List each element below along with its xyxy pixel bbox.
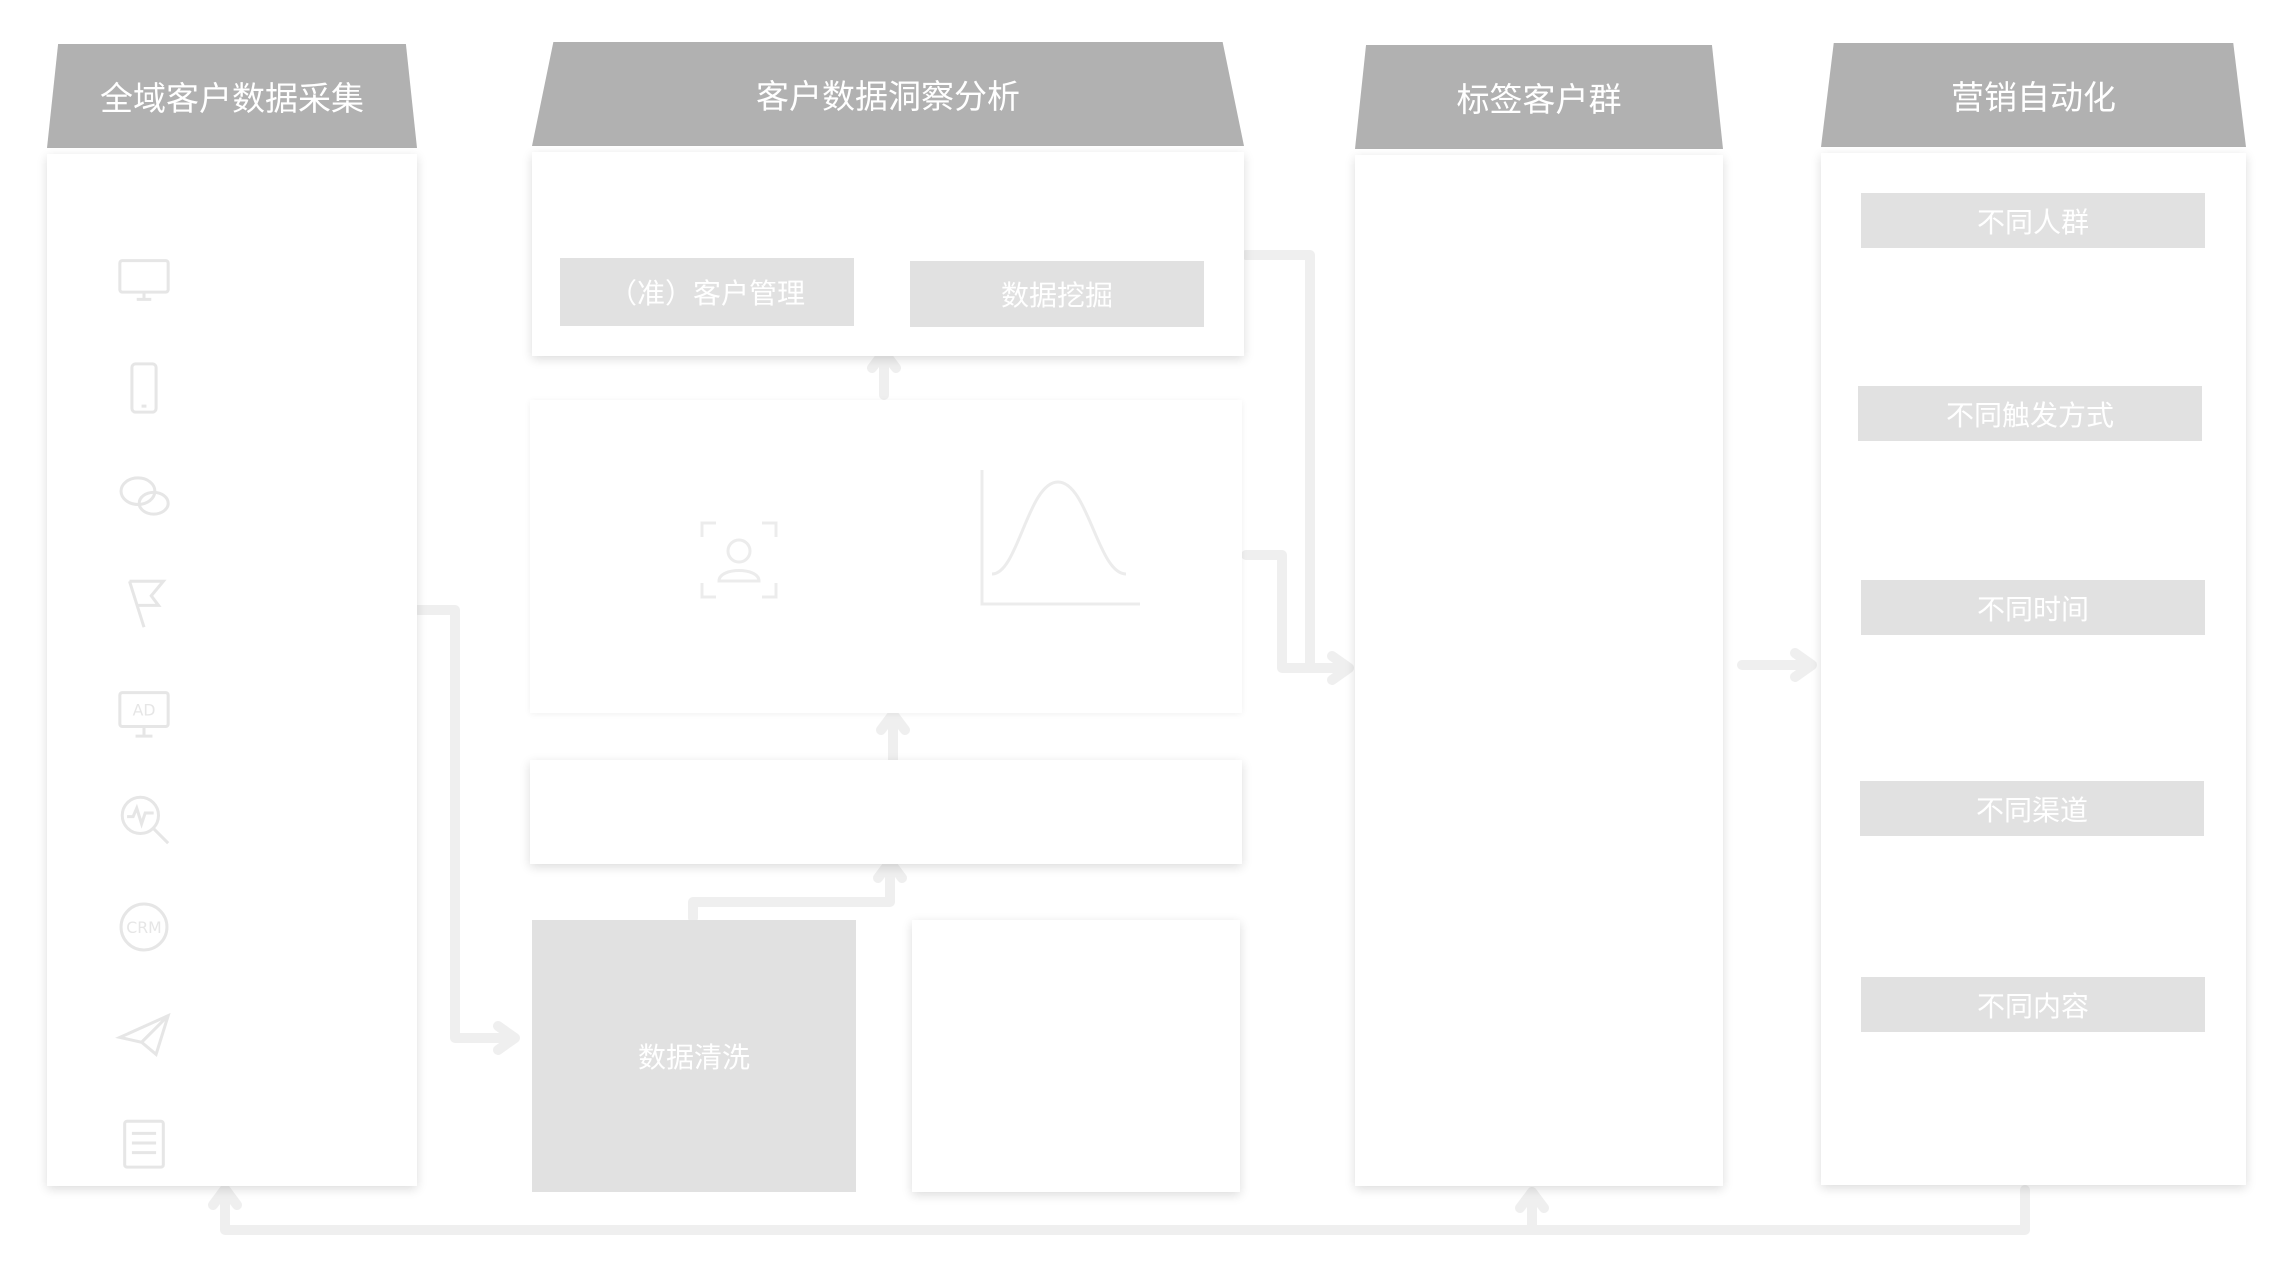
user-profile-icon <box>700 521 778 599</box>
arrow-top-to-segments <box>1241 250 1350 673</box>
paper-plane-icon <box>115 1006 173 1064</box>
automation-item: 不同渠道 <box>1860 781 2204 836</box>
column-data-collection: 全域客户数据采集 AD CRM <box>47 44 417 1186</box>
automation-item: 不同时间 <box>1861 580 2205 635</box>
data-cleaning-box: 数据清洗 <box>532 920 856 1192</box>
flag-icon <box>115 574 173 632</box>
chip-customer-management: （准）客户管理 <box>560 258 854 326</box>
wechat-icon <box>115 467 173 525</box>
distribution-curve-icon <box>978 470 1140 608</box>
automation-item: 不同触发方式 <box>1858 386 2202 441</box>
arrow-collection-to-cleaning <box>413 605 515 1043</box>
collection-header: 全域客户数据采集 <box>47 44 417 148</box>
segments-body <box>1355 155 1723 1186</box>
mobile-icon <box>115 359 173 417</box>
collection-body: AD CRM <box>47 154 417 1186</box>
arrow-panel-to-segments <box>1241 550 1350 673</box>
segments-header: 标签客户群 <box>1355 45 1723 149</box>
arrow-feedback-loop <box>1527 1185 2030 1235</box>
automation-item: 不同内容 <box>1861 977 2205 1032</box>
automation-header: 营销自动化 <box>1821 43 2246 147</box>
search-analytics-icon <box>115 790 173 848</box>
insight-empty-box <box>912 920 1240 1192</box>
monitor-icon <box>115 251 173 309</box>
crm-icon: CRM <box>115 898 173 956</box>
document-icon <box>115 1114 173 1172</box>
automation-item: 不同人群 <box>1861 193 2205 248</box>
column-tag-segments: 标签客户群 <box>1355 45 1723 1186</box>
column-data-insight: 客户数据洞察分析 <box>532 42 1244 146</box>
insight-analysis-panel <box>530 400 1242 713</box>
svg-text:AD: AD <box>133 701 156 720</box>
arrow-cleaning-to-bar <box>688 863 895 923</box>
chip-data-mining: 数据挖掘 <box>910 261 1204 327</box>
svg-text:CRM: CRM <box>126 918 161 937</box>
insight-header: 客户数据洞察分析 <box>532 42 1244 146</box>
ad-screen-icon: AD <box>115 683 173 741</box>
insight-bar <box>530 760 1242 864</box>
